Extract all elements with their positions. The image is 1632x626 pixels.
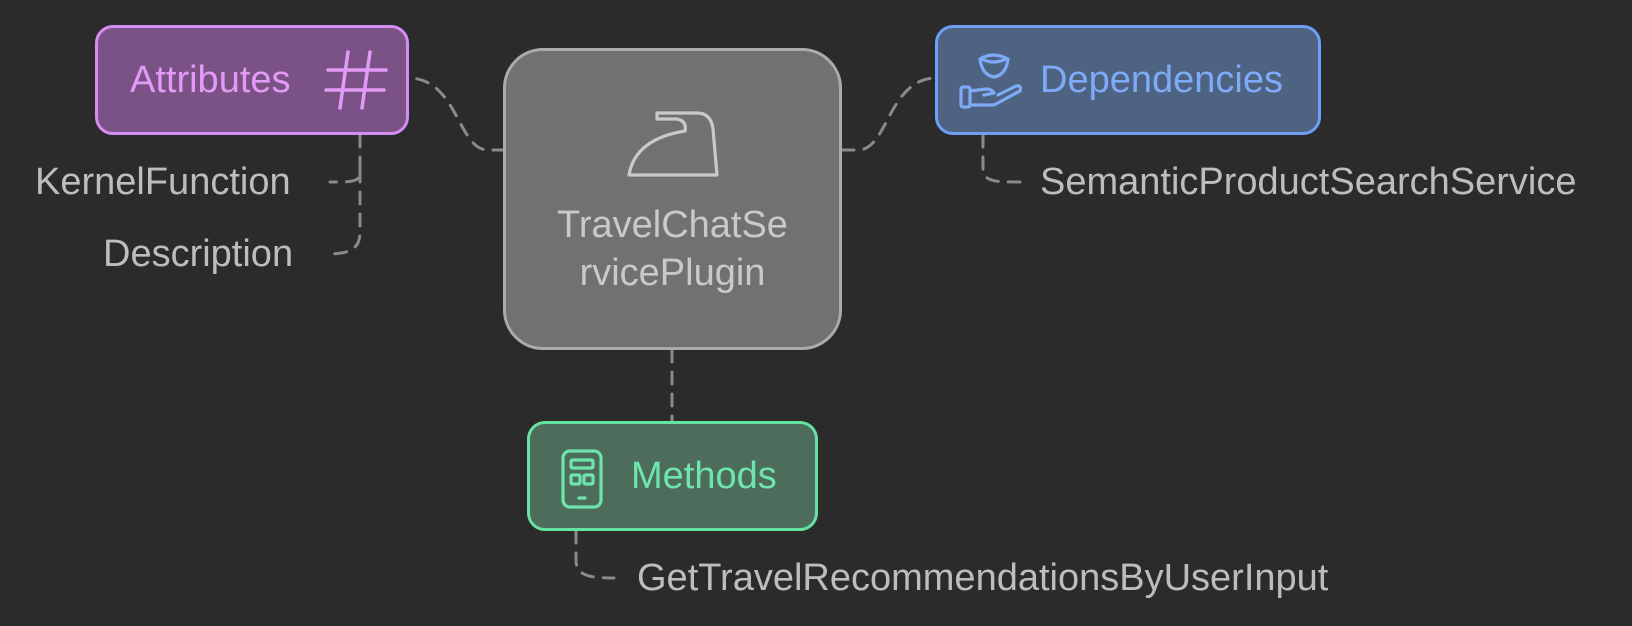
dependencies-label: Dependencies [1040, 58, 1283, 101]
hash-icon [324, 50, 388, 110]
connector-center-attributes [408, 76, 507, 152]
phone-app-icon [561, 449, 603, 509]
dependencies-node[interactable]: Dependencies [935, 25, 1321, 135]
methods-label: Methods [631, 454, 777, 497]
attribute-item-kernelfunction: KernelFunction [35, 161, 291, 203]
connector-methods-gettravel [574, 529, 616, 580]
connector-center-dependencies [840, 76, 937, 152]
method-item-gettravelrecommendationsbyuserinput: GetTravelRecommendationsByUserInput [637, 557, 1329, 599]
hand-bowl-icon [959, 53, 1023, 109]
plugin-title: TravelChatServicePlugin [557, 204, 788, 294]
iron-icon [626, 111, 719, 177]
dependency-item-semanticproductsearchservice: SemanticProductSearchService [1040, 161, 1577, 203]
attributes-label: Attributes [130, 58, 291, 101]
connector-attributes-kernelfunction [328, 133, 362, 184]
attributes-node[interactable]: Attributes [95, 25, 409, 135]
plugin-node[interactable]: TravelChatServicePlugin [503, 48, 842, 350]
connector-dependencies-semantic [981, 133, 1022, 184]
methods-node[interactable]: Methods [527, 421, 818, 531]
attribute-item-description: Description [103, 233, 294, 275]
